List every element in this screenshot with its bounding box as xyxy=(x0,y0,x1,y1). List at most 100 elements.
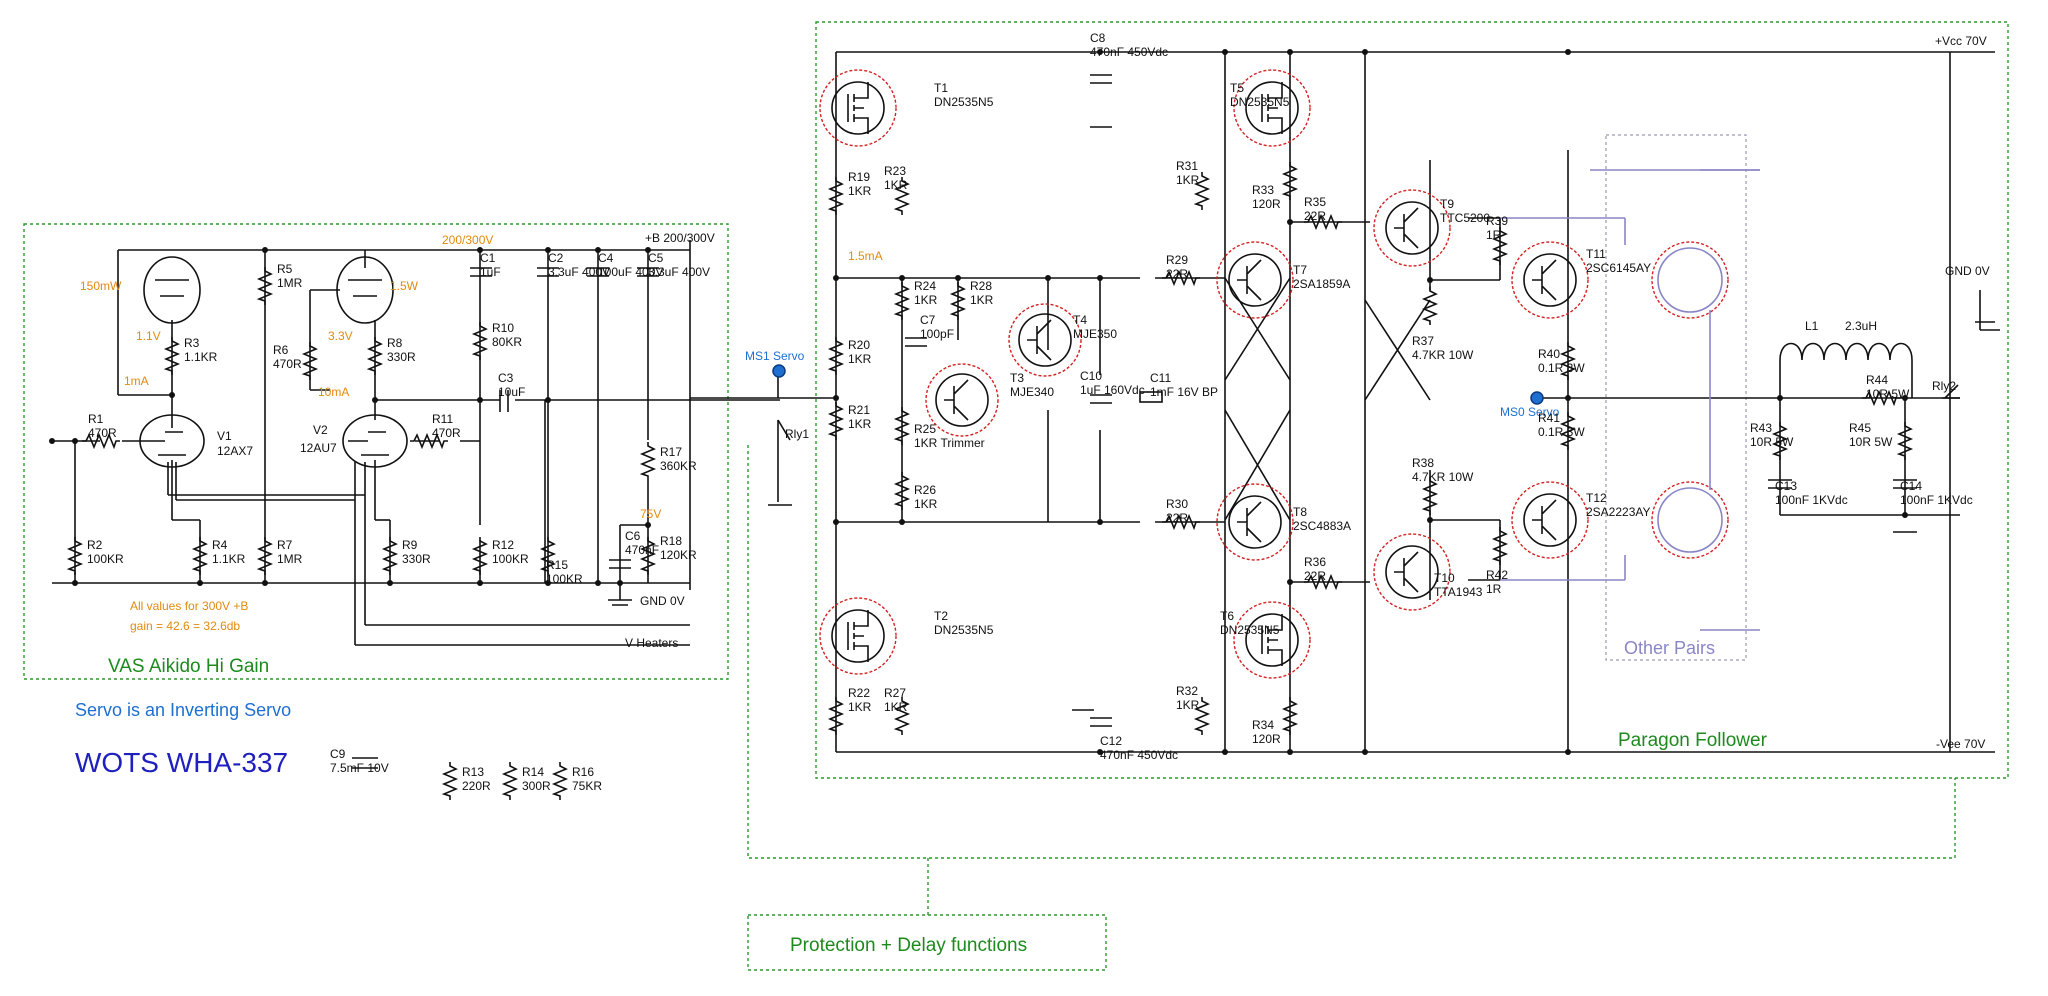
component-layer: R1470RR2100KRR31.1KRR41.1KRR51MRR6470RR7… xyxy=(66,31,1973,800)
resistor-r42 xyxy=(1491,527,1509,565)
transistor-t6 xyxy=(1245,613,1299,667)
vee-label: -Vee 70V xyxy=(1936,737,1985,751)
inductor-l1 xyxy=(1779,342,1913,398)
capacitor-c8-value: 470nF 450Vdc xyxy=(1090,45,1168,59)
capacitor-c7-ref: C7 xyxy=(920,313,936,327)
transistor-t1-type: DN2535N5 xyxy=(934,95,994,109)
resistor-r27 xyxy=(893,697,911,735)
resistor-r14-value: 300R xyxy=(522,779,551,793)
resistor-r14-ref: R14 xyxy=(522,765,544,779)
transistor-t2 xyxy=(831,609,885,663)
b-mid-label: 200/300V xyxy=(442,233,493,247)
relay-rly2-label: Rly2 xyxy=(1932,379,1956,393)
ms1-servo-point[interactable] xyxy=(772,364,786,378)
resistor-r1-ref: R1 xyxy=(88,412,104,426)
resistor-r22 xyxy=(827,697,845,735)
values-note: All values for 300V +B xyxy=(130,599,248,613)
resistor-r34-ref: R34 xyxy=(1252,718,1274,732)
transistor-t4 xyxy=(1018,313,1072,367)
resistor-r38-ref: R38 xyxy=(1412,456,1434,470)
resistor-r15-value: 100KR xyxy=(546,572,583,586)
resistor-r42-ref: R42 xyxy=(1486,568,1508,582)
transistor-t8-type: 2SC4883A xyxy=(1293,519,1351,533)
capacitor-c4-ref: C4 xyxy=(598,251,614,265)
resistor-r43-value: 10R 5W xyxy=(1750,435,1794,449)
resistor-r22-value: 1KR xyxy=(848,700,872,714)
capacitor-c12-value: 470nF 450Vdc xyxy=(1100,748,1178,762)
resistor-r30 xyxy=(1162,513,1200,531)
resistor-r39-value: 1R xyxy=(1486,228,1502,242)
resistor-r43-ref: R43 xyxy=(1750,421,1772,435)
transistor-t10-ref: T10 xyxy=(1434,571,1455,585)
resistor-r27-ref: R27 xyxy=(884,686,906,700)
transistor-t12-type: 2SA2223AY xyxy=(1586,505,1651,519)
resistor-r40 xyxy=(1559,342,1577,380)
b-plus-label: +B 200/300V xyxy=(645,231,715,245)
resistor-r20 xyxy=(827,337,845,375)
capacitor-c6-ref: C6 xyxy=(625,529,641,543)
resistor-r2-value: 100KR xyxy=(87,552,124,566)
capacitor-c4-value: 100uF 400V xyxy=(598,265,663,279)
resistor-r7-ref: R7 xyxy=(277,538,293,552)
resistor-r34 xyxy=(1281,697,1299,735)
resistor-r38-value: 4.7KR 10W xyxy=(1412,470,1474,484)
resistor-r17-ref: R17 xyxy=(660,445,682,459)
transistor-t4-type: MJE350 xyxy=(1073,327,1117,341)
capacitor-c13-ref: C13 xyxy=(1775,479,1797,493)
transistor-t2-type: DN2535N5 xyxy=(934,623,994,637)
resistor-r7-value: 1MR xyxy=(277,552,303,566)
resistor-r36 xyxy=(1304,573,1342,591)
resistor-r18 xyxy=(639,537,657,575)
resistor-r45-ref: R45 xyxy=(1849,421,1871,435)
resistor-r35 xyxy=(1304,213,1342,231)
resistor-r24-ref: R24 xyxy=(914,279,936,293)
current-10ma: 10mA xyxy=(318,385,349,399)
vas-junctions xyxy=(49,247,651,586)
resistor-r7 xyxy=(256,537,274,575)
resistor-r37-ref: R37 xyxy=(1412,334,1434,348)
transistor-t10-type: TTA1943 xyxy=(1434,585,1483,599)
resistor-r36-ref: R36 xyxy=(1304,555,1326,569)
resistor-r19-value: 1KR xyxy=(848,184,872,198)
resistor-r45-value: 10R 5W xyxy=(1849,435,1893,449)
resistor-r4-value: 1.1KR xyxy=(212,552,246,566)
resistor-r10-value: 80KR xyxy=(492,335,522,349)
resistor-r23-ref: R23 xyxy=(884,164,906,178)
power-15w: 1.5W xyxy=(390,279,419,293)
resistor-r15-ref: R15 xyxy=(546,558,568,572)
resistor-r11-ref: R11 xyxy=(432,412,453,426)
capacitor-c10-ref: C10 xyxy=(1080,369,1102,383)
resistor-r35-value: 22R xyxy=(1304,209,1326,223)
capacitor-c13-value: 100nF 1KVdc xyxy=(1775,493,1848,507)
vas-block-title: VAS Aikido Hi Gain xyxy=(108,656,269,677)
inductor-val: 2.3uH xyxy=(1845,319,1877,333)
resistor-r1-value: 470R xyxy=(88,426,117,440)
resistor-r9-ref: R9 xyxy=(402,538,418,552)
resistor-r29-ref: R29 xyxy=(1166,253,1188,267)
ms0-servo-point[interactable] xyxy=(1530,391,1544,405)
transistor-t12 xyxy=(1523,493,1577,547)
paragon-wiring xyxy=(690,51,2000,753)
resistor-r44 xyxy=(1862,389,1900,407)
resistor-r21-value: 1KR xyxy=(848,417,872,431)
transistor-t11-type: 2SC6145AY xyxy=(1586,261,1651,275)
protection-link xyxy=(747,445,1956,859)
resistor-r33-value: 120R xyxy=(1252,197,1281,211)
schematic-labels: VAS Aikido Hi Gain Paragon Follower Prot… xyxy=(75,34,1990,956)
resistor-r12-ref: R12 xyxy=(492,538,514,552)
tube-v1 xyxy=(139,256,205,468)
resistor-r17-value: 360KR xyxy=(660,459,697,473)
resistor-r25-ref: R25 xyxy=(914,422,936,436)
resistor-r4-ref: R4 xyxy=(212,538,228,552)
resistor-r36-value: 22R xyxy=(1304,569,1326,583)
transistor-t5 xyxy=(1245,81,1299,135)
resistor-r37 xyxy=(1421,287,1439,325)
transistor-t1 xyxy=(831,81,885,135)
resistor-r23-value: 1KR xyxy=(884,178,908,192)
capacitor-c12-ref: C12 xyxy=(1100,734,1122,748)
resistor-r16-value: 75KR xyxy=(572,779,602,793)
resistor-r39 xyxy=(1491,227,1509,265)
transistor-t5-ref: T5 xyxy=(1230,81,1244,95)
resistor-r13-value: 220R xyxy=(462,779,491,793)
